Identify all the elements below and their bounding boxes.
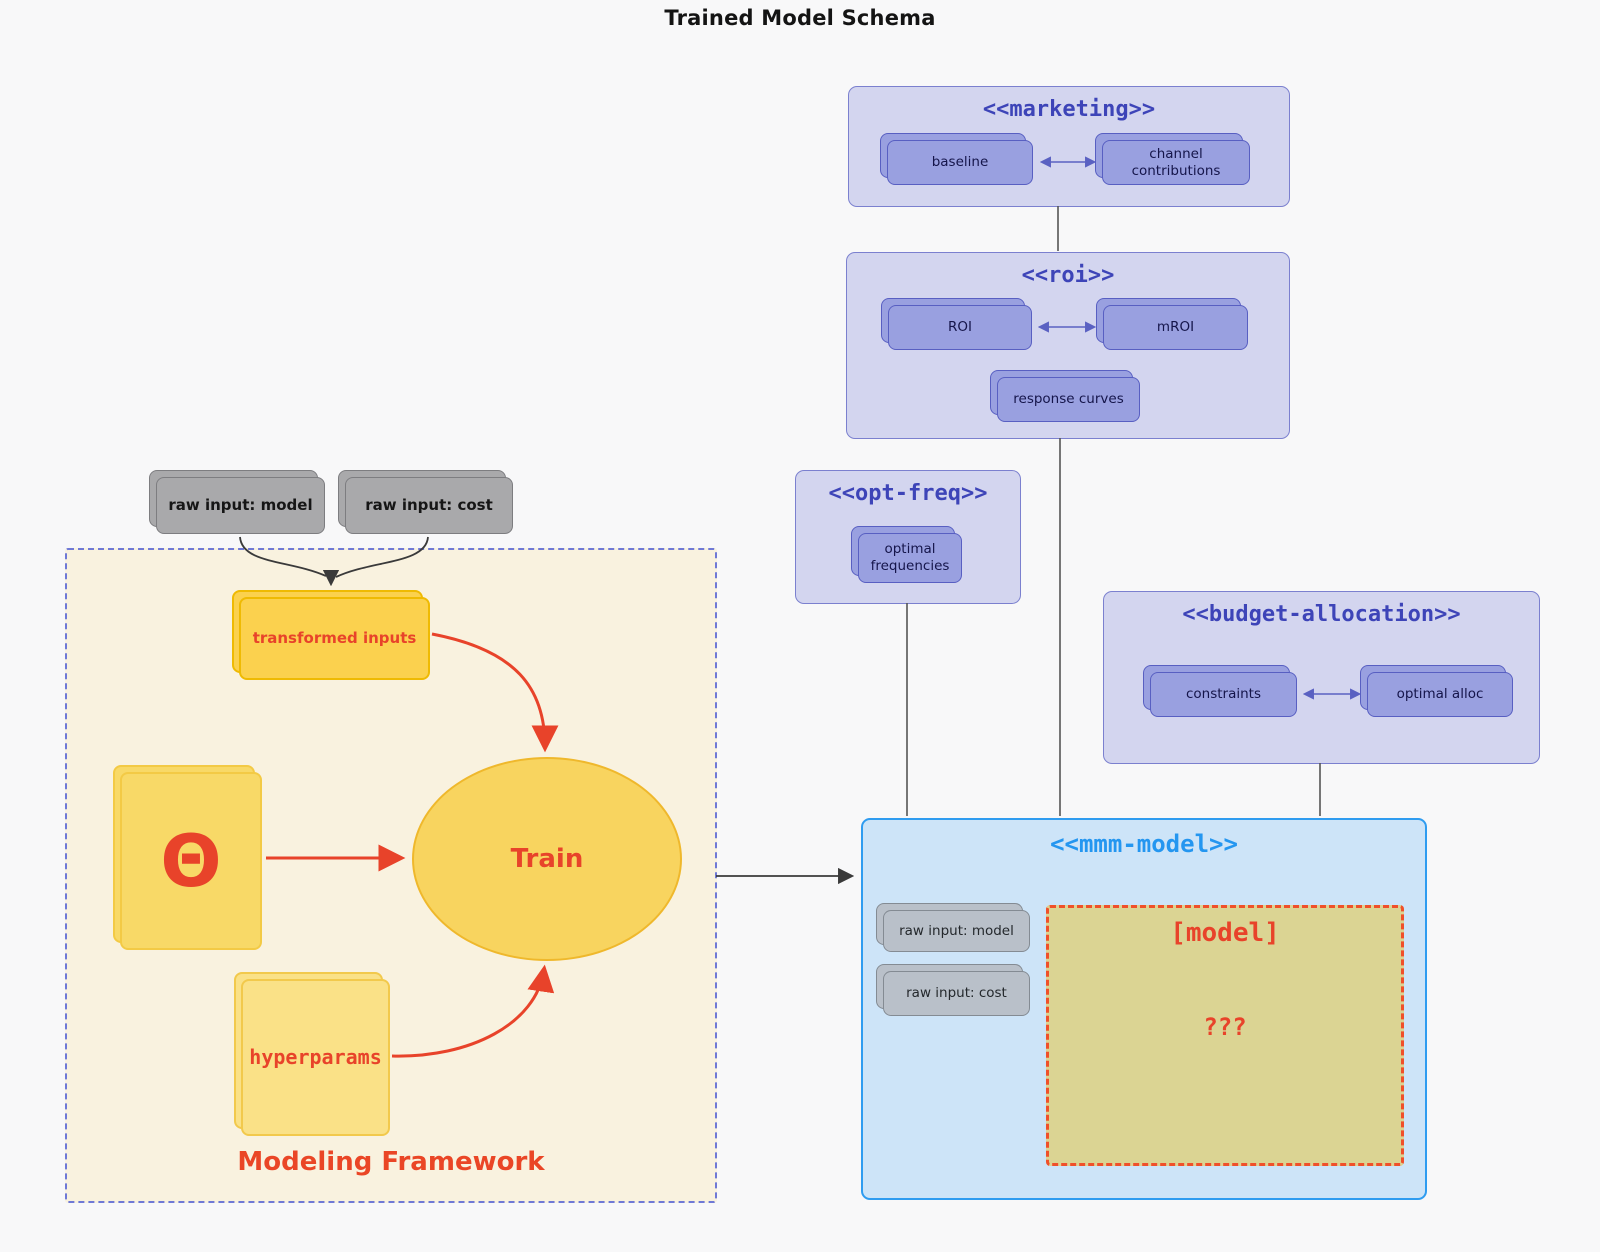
node-channel-contributions-label: channel contributions <box>1102 140 1250 185</box>
node-train: Train <box>412 757 682 961</box>
node-transformed-inputs: transformed inputs <box>232 590 430 680</box>
node-baseline: baseline <box>880 133 1033 185</box>
node-optimal-frequencies: optimal frequencies <box>851 526 962 583</box>
node-train-label: Train <box>510 844 584 874</box>
node-baseline-label: baseline <box>887 140 1033 185</box>
node-optimal-frequencies-label: optimal frequencies <box>858 533 962 583</box>
modeling-framework-label: Modeling Framework <box>237 1147 545 1177</box>
node-model-placeholder: [model] ??? <box>1046 905 1404 1166</box>
node-raw-input-cost: raw input: cost <box>338 470 513 534</box>
node-response-curves-label: response curves <box>997 377 1140 422</box>
mmm-model-cluster-title: <<mmm-model>> <box>1050 830 1238 858</box>
node-response-curves: response curves <box>990 370 1140 422</box>
node-hyperparams: hyperparams <box>234 972 390 1136</box>
node-model-placeholder-title: [model] <box>1170 918 1280 948</box>
node-constraints-label: constraints <box>1150 672 1297 717</box>
node-transformed-inputs-label: transformed inputs <box>239 597 430 680</box>
node-mroi-label: mROI <box>1103 305 1248 350</box>
budget-allocation-cluster-title: <<budget-allocation>> <box>1182 602 1461 627</box>
node-raw-input-model-label: raw input: model <box>156 477 325 534</box>
node-optimal-alloc: optimal alloc <box>1360 665 1513 717</box>
node-channel-contributions: channel contributions <box>1095 133 1250 185</box>
node-hyperparams-label: hyperparams <box>241 979 390 1136</box>
node-theta: Θ <box>113 765 262 950</box>
node-raw-input-cost-label: raw input: cost <box>345 477 513 534</box>
opt-freq-cluster-title: <<opt-freq>> <box>828 481 988 506</box>
node-raw-input-model: raw input: model <box>149 470 325 534</box>
node-optimal-alloc-label: optimal alloc <box>1367 672 1513 717</box>
node-constraints: constraints <box>1143 665 1297 717</box>
node-mmm-raw-input-cost: raw input: cost <box>876 964 1030 1016</box>
node-theta-label: Θ <box>120 772 262 950</box>
node-mmm-raw-input-model-label: raw input: model <box>883 910 1030 952</box>
node-roi: ROI <box>881 298 1032 350</box>
node-mroi: mROI <box>1096 298 1248 350</box>
node-mmm-raw-input-model: raw input: model <box>876 903 1030 952</box>
marketing-cluster-title: <<marketing>> <box>982 97 1156 122</box>
node-mmm-raw-input-cost-label: raw input: cost <box>883 971 1030 1016</box>
page-title: Trained Model Schema <box>664 6 936 30</box>
roi-cluster-title: <<roi>> <box>1021 263 1115 288</box>
node-model-placeholder-body: ??? <box>1203 1013 1247 1041</box>
node-roi-label: ROI <box>888 305 1032 350</box>
